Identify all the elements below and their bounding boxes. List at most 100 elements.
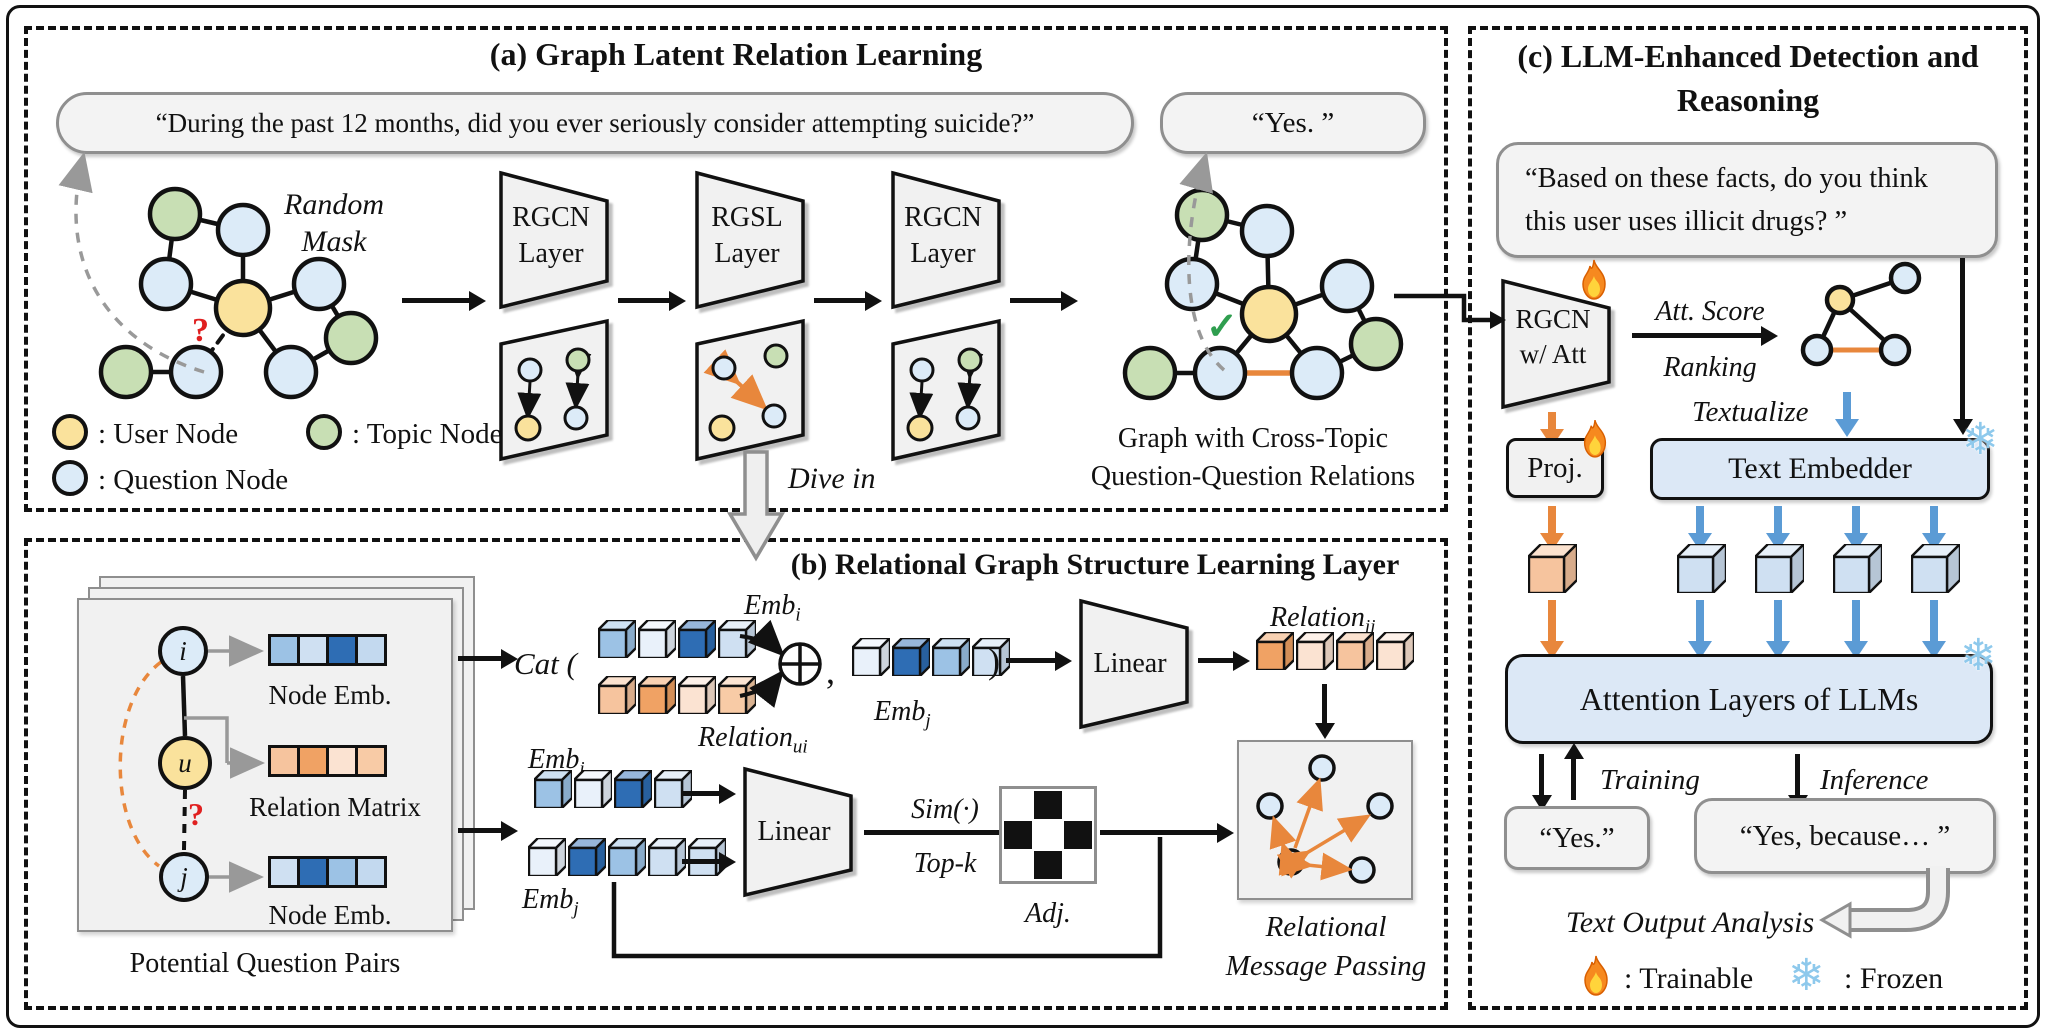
rgsl-layer-mini-graph (695, 318, 805, 462)
arrow-graph-to-layer1 (402, 298, 470, 303)
sim-label: Sim(·) (911, 794, 979, 825)
att-score-label: Att. Score (1655, 296, 1765, 327)
arrow-relation-to-rmp (1322, 684, 1327, 724)
cat-emb-i-label: Embi (744, 590, 801, 626)
cat-emb-i-cubes (598, 620, 758, 658)
topk-label: Top-k (913, 848, 977, 879)
arrow-proj-to-cube (1548, 506, 1556, 534)
fire-icon (1582, 259, 1606, 300)
arrow-token-1 (1696, 600, 1704, 642)
relation-matrix-caption: Relation Matrix (249, 792, 421, 822)
arrow-cube-to-llm (1548, 600, 1556, 642)
relation-ij-label: Relationij (1270, 602, 1376, 638)
cat-relation-ui-cubes (598, 676, 758, 714)
answer-bubble-text: “Yes. ” (1251, 106, 1335, 139)
training-down-arrow (1539, 754, 1544, 796)
figure-border (6, 5, 2040, 1028)
arrow-textualize (1843, 392, 1851, 420)
embed-cube-4 (1911, 544, 1962, 593)
question-node-legend-label: : Question Node (98, 464, 289, 496)
arrow-embed-4 (1930, 506, 1938, 534)
arrow-emb-i-to-linear (682, 791, 720, 796)
cat-emb-j-label: Embj (874, 696, 931, 732)
attention-layers-box: Attention Layers of LLMs (1505, 654, 1993, 744)
question-node-i: i (158, 626, 208, 676)
unmasked-check-mark: ✓ (1206, 306, 1238, 348)
question-bubble-text: “During the past 12 months, did you ever… (155, 107, 1035, 138)
linear-layer-2-shape (743, 766, 853, 898)
cat-close: ) (988, 641, 1000, 681)
topic-node-legend-icon (306, 414, 342, 450)
frozen-legend-label: : Frozen (1844, 962, 1944, 995)
textualize-label: Textualize (1692, 396, 1809, 428)
arrow-att-score (1632, 333, 1762, 338)
rgcn-layer-1-mini-graph (499, 318, 609, 462)
arrow-cat-to-linear (1006, 658, 1056, 663)
question-node-j: j (159, 852, 209, 902)
mask-question-mark: ? (192, 312, 209, 349)
arrow-panel-a-to-panel-c (1394, 293, 1506, 329)
rgsl-layer-shape (695, 170, 805, 310)
user-node-legend-label: : User Node (98, 418, 239, 450)
ranking-label: Ranking (1663, 352, 1757, 383)
lower-emb-j-cubes (528, 838, 728, 876)
arrow-linear-to-adj (864, 830, 1010, 835)
masked-input-graph (98, 186, 379, 400)
arrow-layer3-to-graph (1010, 298, 1062, 303)
lower-emb-i-cubes (534, 770, 694, 808)
output-graph (1122, 187, 1404, 401)
cat-comma: , (826, 651, 835, 691)
arrow-card-to-lower (458, 828, 502, 833)
topic-node-legend-label: : Topic Node (352, 418, 503, 450)
rgcn-att-shape (1501, 278, 1611, 410)
inference-label: Inference (1820, 764, 1929, 796)
llm-question-bubble: “Based on these facts, do you think this… (1496, 142, 1998, 258)
panel-b-title: (b) Relational Graph Structure Learning … (790, 548, 1400, 581)
linear-layer-1-label: Linear (1093, 648, 1167, 679)
arrow-embed-2 (1774, 506, 1782, 534)
pair-question-mark: ? (188, 796, 204, 832)
snowflake-icon: ❄ (1962, 414, 1999, 465)
card-caption: Potential Question Pairs (129, 948, 401, 979)
skip-connection-line (611, 837, 1163, 959)
node-emb-j-squares (268, 856, 387, 888)
fire-icon (1583, 419, 1607, 458)
proj-cube (1528, 544, 1579, 593)
cat-relation-ui-label: Relationui (698, 722, 808, 758)
arrow-token-2 (1774, 600, 1782, 642)
snowflake-icon: ❄ (1788, 950, 1825, 1001)
node-emb-j-caption: Node Emb. (268, 900, 392, 930)
arrow-token-3 (1852, 600, 1860, 642)
snowflake-icon: ❄ (1960, 630, 1997, 681)
answer-bubble: “Yes. ” (1160, 92, 1426, 154)
rgcn-layer-2-shape (891, 170, 1001, 310)
node-emb-i-squares (268, 634, 387, 666)
graph-to-answer-arrow (1179, 151, 1226, 372)
concat-plus-icon (739, 619, 822, 708)
training-label: Training (1600, 764, 1700, 796)
text-embedder-box: Text Embedder (1650, 438, 1990, 500)
embed-cube-2 (1755, 544, 1806, 593)
arrow-linear-to-relation (1198, 658, 1234, 663)
arrow-layer2-to-layer3 (814, 298, 866, 303)
panel-a (24, 26, 1448, 512)
dive-in-label: Dive in (788, 462, 876, 495)
relation-ij-cubes (1256, 632, 1416, 670)
arrow-embed-3 (1852, 506, 1860, 534)
yes-bubble: “Yes.” (1504, 806, 1650, 870)
cat-emb-j-cubes (852, 638, 1012, 676)
rgcn-layer-2-mini-graph (891, 318, 1001, 462)
fire-icon (1584, 955, 1608, 996)
adjacency-caption: Adj. (1025, 898, 1071, 929)
rmp-graph (1256, 754, 1394, 884)
linear-layer-1-shape (1079, 598, 1189, 730)
question-node-legend-icon (52, 460, 88, 496)
